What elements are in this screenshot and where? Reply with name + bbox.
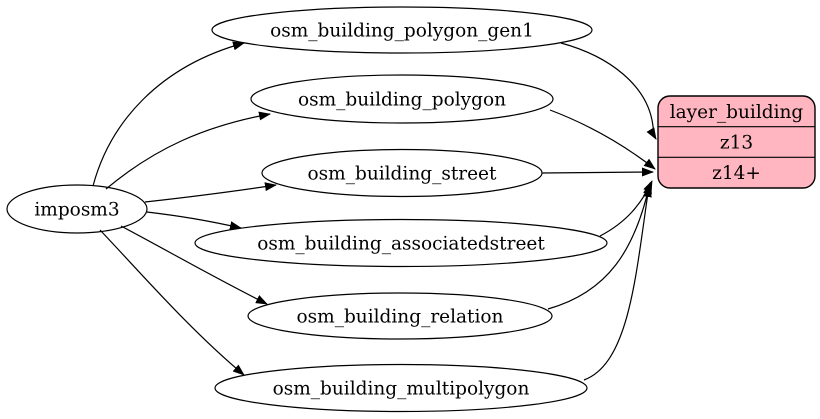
edge-osm_building_relation-to-layer_building:z14+ [547,182,652,310]
node-label-imposm3: imposm3 [34,200,119,221]
record-shape-layer_building [657,95,816,189]
node-osm_building_multipolygon: osm_building_multipolygon [214,363,588,413]
node-osm_building_associatedstreet: osm_building_associatedstreet [194,218,608,268]
edge-imposm3-to-osm_building_polygon [105,111,271,190]
node-shape-osm_building_polygon [250,74,554,124]
node-imposm3: imposm3 [6,184,148,234]
node-osm_building_polygon: osm_building_polygon [250,74,554,124]
node-shape-imposm3 [6,184,148,234]
node-osm_building_street: osm_building_street [261,148,543,198]
node-shape-osm_building_relation [247,292,553,340]
node-osm_building_polygon_gen1: osm_building_polygon_gen1 [211,6,593,54]
edge-imposm3-to-osm_building_multipolygon [99,229,245,376]
node-shape-osm_building_associatedstreet [194,218,608,268]
node-label-osm_building_multipolygon: osm_building_multipolygon [273,379,530,400]
node-label-osm_building_relation: osm_building_relation [297,307,504,328]
edge-osm_building_associatedstreet-to-layer_building:z14+ [599,180,653,237]
node-layer_building: layer_building z13 z14+ [657,95,816,189]
edge-osm_building_multipolygon-to-layer_building:z14+ [583,185,652,381]
edge-osm_building_polygon-to-layer_building:z14+ [549,109,656,170]
edge-imposm3-to-osm_building_polygon_gen1 [92,41,245,187]
edge-osm_building_polygon_gen1-to-layer_building:z13 [560,42,657,140]
edge-imposm3-to-osm_building_street [144,182,277,203]
record-row-label-z13: z13 [720,133,753,154]
node-osm_building_relation: osm_building_relation [247,292,553,340]
node-label-osm_building_polygon: osm_building_polygon [298,90,506,111]
record-row-label-z14+: z14+ [712,163,761,184]
edge-imposm3-to-osm_building_associatedstreet [146,211,242,231]
node-label-osm_building_polygon_gen1: osm_building_polygon_gen1 [270,21,534,42]
edge-osm_building_street-to-layer_building:z14+ [541,167,654,177]
record-row-label-layer_building: layer_building [670,102,804,123]
edge-imposm3-to-osm_building_relation [120,225,268,305]
node-label-osm_building_street: osm_building_street [308,164,497,185]
node-shape-osm_building_multipolygon [214,363,588,413]
node-label-osm_building_associatedstreet: osm_building_associatedstreet [257,234,545,255]
node-shape-osm_building_polygon_gen1 [211,6,593,54]
